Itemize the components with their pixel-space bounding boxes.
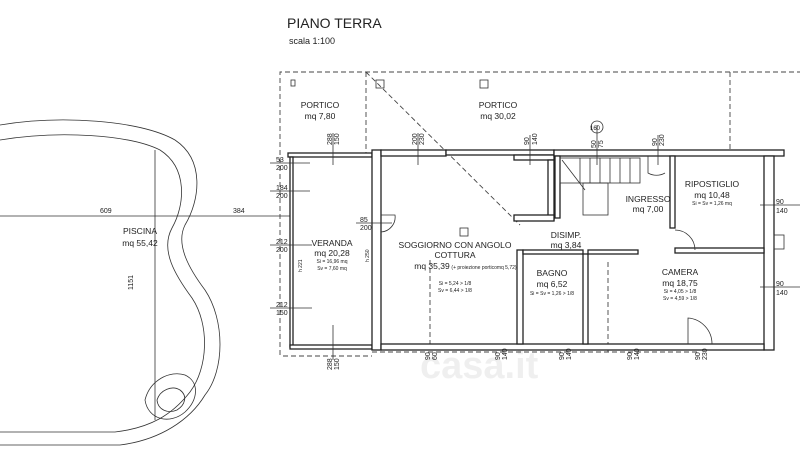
room-area-piscina: mq 55,42 — [122, 238, 158, 248]
dim-label: 609 — [100, 208, 112, 215]
dim-label: 184 — [276, 185, 288, 192]
room-si: Si = Sv = 1,26 mq — [692, 201, 732, 207]
dim-label: 230 — [419, 133, 426, 145]
dim-label: h 221 — [298, 259, 304, 272]
room-si: Si = Sv = 1,26 > 1/8 — [530, 291, 574, 297]
dimension-labels: 288 150 200 230 90 140 50 75 160 90 230 … — [276, 126, 788, 370]
dim-label: 212 — [276, 302, 288, 309]
dim-label: 150 — [334, 133, 341, 145]
pool: 609 384 1151 PISCINA mq 55,42 — [0, 119, 290, 446]
room-name-camera: CAMERA — [662, 267, 699, 277]
dim-label: 90 — [776, 281, 784, 288]
dim-label: 90 — [425, 352, 432, 360]
dim-label: 160 — [590, 126, 601, 132]
dim-label: 90 — [559, 352, 566, 360]
dim-label: 90 — [695, 352, 702, 360]
room-sv: Sv = 6,44 > 1/8 — [438, 288, 472, 294]
dim-label: 288 — [327, 358, 334, 370]
room-name-ingresso: INGRESSO — [626, 194, 671, 204]
room-area-bagno: mq 6,52 — [537, 279, 568, 289]
room-area-ingresso: mq 7,00 — [633, 204, 664, 214]
plan-title: PIANO TERRA — [287, 15, 382, 31]
dim-label: 384 — [233, 208, 245, 215]
watermark: casa.it — [420, 345, 539, 387]
dim-label: 140 — [566, 348, 573, 360]
dim-label: 150 — [334, 358, 341, 370]
room-name-portico: PORTICO — [301, 100, 340, 110]
dim-label: 230 — [702, 348, 709, 360]
dim-label: 140 — [776, 208, 788, 215]
dim-label: 140 — [502, 348, 509, 360]
dim-label: 75 — [598, 140, 605, 148]
room-area-portico: mq 7,80 — [305, 111, 336, 121]
walls — [287, 149, 785, 351]
dim-label: 85 — [360, 217, 368, 224]
room-sv: Sv = 7,60 mq — [317, 266, 347, 272]
room-name-portico: PORTICO — [479, 100, 518, 110]
dim-label: 140 — [776, 290, 788, 297]
room-area-ripostiglio: mq 10,48 — [694, 190, 730, 200]
room-area-portico: mq 30,02 — [480, 111, 516, 121]
room-name-piscina: PISCINA — [123, 226, 157, 236]
dim-label: 150 — [276, 310, 288, 317]
dim-label: 288 — [327, 133, 334, 145]
dim-label: 200 — [276, 165, 288, 172]
plan-scale: scala 1:100 — [289, 36, 335, 46]
dim-label: 230 — [659, 134, 666, 146]
staircase — [559, 157, 641, 216]
dim-label: 140 — [532, 133, 539, 145]
dim-label: 90 — [524, 137, 531, 145]
dim-label: 200 — [360, 225, 372, 232]
dim-label: 90 — [776, 199, 784, 206]
room-name-soggiorno: SOGGIORNO CON ANGOLO — [399, 240, 512, 250]
portico-outline — [279, 71, 800, 357]
dim-label: 90 — [495, 352, 502, 360]
dim-label: 200 — [276, 193, 288, 200]
room-name-bagno: BAGNO — [537, 268, 568, 278]
dim-label: 200 — [276, 247, 288, 254]
room-si: Si = 16,96 mq — [317, 259, 348, 265]
room-area-soggiorno: mq 35,39 — [414, 261, 450, 271]
dim-label: 90 — [627, 352, 634, 360]
room-labels: VERANDA mq 20,28 Si = 16,96 mq Sv = 7,60… — [311, 179, 739, 302]
dim-label: h 250 — [365, 249, 371, 262]
room-area-disimp: mq 3,84 — [551, 240, 582, 250]
room-name-veranda: VERANDA — [311, 238, 352, 248]
dim-label: 90 — [652, 138, 659, 146]
dim-label: 200 — [412, 133, 419, 145]
dim-label: 1151 — [128, 275, 135, 290]
room-name-disimp: DISIMP. — [551, 230, 582, 240]
dim-label: 53 — [276, 157, 284, 164]
room-note-soggiorno: (+ proiezione porticomq 5,72) — [451, 265, 517, 271]
dim-label: 50 — [591, 140, 598, 148]
dimension-lines — [270, 120, 800, 360]
room-sv: Sv = 4,59 > 1/8 — [663, 296, 697, 302]
room-area-veranda: mq 20,28 — [314, 248, 350, 258]
dim-label: 212 — [276, 239, 288, 246]
room-name-ripostiglio: RIPOSTIGLIO — [685, 179, 740, 189]
room-area-camera: mq 18,75 — [662, 278, 698, 288]
room-si: Si = 4,05 > 1/8 — [664, 289, 697, 295]
room-si: Si = 5,24 > 1/8 — [439, 281, 472, 287]
dim-label: 60 — [432, 352, 439, 360]
dim-label: 140 — [634, 348, 641, 360]
room-name-soggiorno-2: COTTURA — [434, 250, 475, 260]
